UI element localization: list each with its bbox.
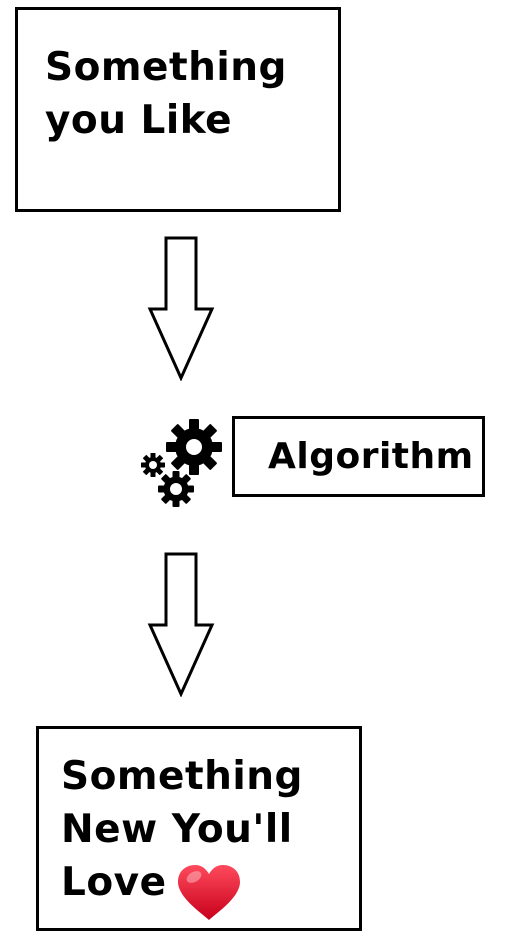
down-arrow-2: [147, 552, 215, 697]
output-node-label: Something New You'll Love: [61, 754, 303, 905]
heart-icon: [178, 865, 240, 920]
down-arrow-1: [147, 236, 215, 381]
gears-icon: [141, 419, 222, 507]
input-node: Something you Like: [15, 7, 341, 212]
algorithm-node: Algorithm: [232, 416, 485, 497]
algorithm-node-label: Algorithm: [268, 436, 474, 477]
input-node-label: Something you Like: [45, 45, 287, 143]
